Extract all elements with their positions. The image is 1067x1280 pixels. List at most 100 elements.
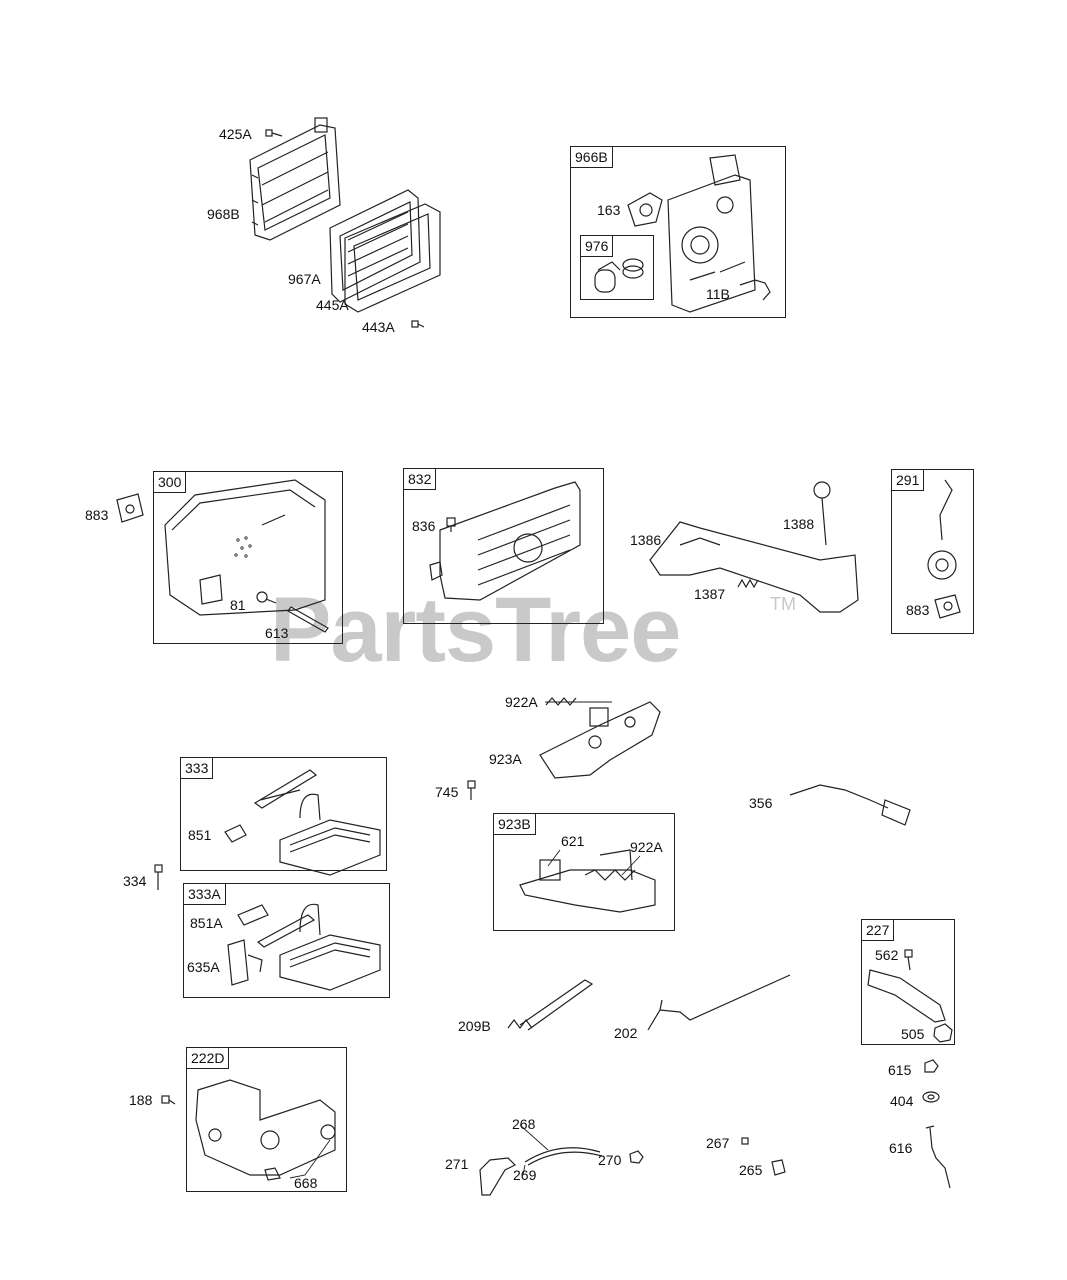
part-label-668[interactable]: 668 <box>294 1175 318 1191</box>
spring-1387-drawing <box>737 578 759 589</box>
screw-267-drawing <box>741 1137 749 1145</box>
armature-333-drawing <box>253 769 381 876</box>
group-box-227: 227 <box>861 919 955 1045</box>
part-label-635A[interactable]: 635A <box>187 959 220 975</box>
group-box-333A: 333A <box>183 883 390 998</box>
muffler-drawing <box>164 479 326 616</box>
part-label-745[interactable]: 745 <box>435 784 459 800</box>
part-label-11B[interactable]: 11B <box>706 286 730 302</box>
part-label-404[interactable]: 404 <box>890 1093 914 1109</box>
part-label-615[interactable]: 615 <box>888 1062 912 1078</box>
nut-270-drawing <box>629 1150 644 1164</box>
bracket-222D-drawing <box>195 1079 336 1181</box>
part-label-271[interactable]: 271 <box>445 1156 469 1172</box>
air-filter-drawing <box>329 189 421 303</box>
group-box-222D: 222D <box>186 1047 347 1192</box>
spring-link-209B-drawing <box>507 979 594 1031</box>
group-box-300: 300 <box>153 471 343 644</box>
oil-sensor-drawing <box>927 479 957 580</box>
bolt-613-drawing <box>287 606 329 633</box>
screw-562-drawing <box>904 949 913 971</box>
part-label-621[interactable]: 621 <box>561 833 585 849</box>
group-label-333: 333 <box>181 758 214 779</box>
part-label-922A-box[interactable]: 922A <box>630 839 663 855</box>
nut-615-drawing <box>924 1059 939 1073</box>
governor-lever-227-drawing <box>867 969 946 1023</box>
part-label-1387[interactable]: 1387 <box>694 586 726 602</box>
group-label-333A: 333A <box>184 884 226 905</box>
part-label-209B[interactable]: 209B <box>458 1018 491 1034</box>
part-label-883-muffler[interactable]: 883 <box>85 507 109 523</box>
part-label-267[interactable]: 267 <box>706 1135 730 1151</box>
part-label-967A[interactable]: 967A <box>288 271 321 287</box>
part-label-836[interactable]: 836 <box>412 518 436 534</box>
group-label-923B: 923B <box>494 814 536 835</box>
part-label-425A[interactable]: 425A <box>219 126 252 142</box>
group-label-976: 976 <box>581 236 614 257</box>
bolt-81-drawing <box>256 591 277 604</box>
part-label-270[interactable]: 270 <box>598 1152 622 1168</box>
control-923B-drawing <box>519 849 656 913</box>
clip-265-drawing <box>771 1159 786 1176</box>
gasket-883-b-drawing <box>934 594 961 619</box>
dipstick-1388-drawing <box>813 481 831 546</box>
part-label-616[interactable]: 616 <box>889 1140 913 1156</box>
screw-188-drawing <box>161 1095 176 1105</box>
group-label-966B: 966B <box>571 147 613 168</box>
group-box-333: 333 <box>180 757 387 871</box>
part-label-562[interactable]: 562 <box>875 947 899 963</box>
shaft-616-drawing <box>925 1125 951 1189</box>
nut-505-drawing <box>933 1023 953 1043</box>
group-box-832: 832 <box>403 468 604 624</box>
part-label-505[interactable]: 505 <box>901 1026 925 1042</box>
group-box-966B: 966B <box>570 146 786 318</box>
part-label-1388[interactable]: 1388 <box>783 516 815 532</box>
part-label-163[interactable]: 163 <box>597 202 621 218</box>
part-label-968B[interactable]: 968B <box>207 206 240 222</box>
part-label-922A-top[interactable]: 922A <box>505 694 538 710</box>
group-label-291: 291 <box>892 470 925 491</box>
air-filter-cover-drawing <box>344 203 441 313</box>
part-label-202[interactable]: 202 <box>614 1025 638 1041</box>
part-label-883-sensor[interactable]: 883 <box>906 602 930 618</box>
part-label-443A[interactable]: 443A <box>362 319 395 335</box>
part-label-613[interactable]: 613 <box>265 625 289 641</box>
primer-bulb-drawing <box>594 261 621 293</box>
carburetor-drawing <box>667 154 756 313</box>
part-label-851A[interactable]: 851A <box>190 915 223 931</box>
washer-404-drawing <box>922 1091 940 1103</box>
part-label-268[interactable]: 268 <box>512 1116 536 1132</box>
part-label-445A[interactable]: 445A <box>316 297 349 313</box>
throttle-cable-drawing <box>524 1147 603 1166</box>
part-label-265[interactable]: 265 <box>739 1162 763 1178</box>
muffler-gasket-883-drawing <box>116 493 144 523</box>
part-label-1386[interactable]: 1386 <box>630 532 662 548</box>
part-label-334[interactable]: 334 <box>123 873 147 889</box>
group-box-976: 976 <box>580 235 654 300</box>
governor-spring-922A-drawing <box>545 697 577 706</box>
group-label-222D: 222D <box>187 1048 230 1069</box>
part-label-851[interactable]: 851 <box>188 827 212 843</box>
screw-443A-drawing <box>411 320 425 328</box>
group-box-923B: 923B <box>493 813 675 931</box>
part-label-356[interactable]: 356 <box>749 795 773 811</box>
armature-333A-drawing <box>256 903 381 991</box>
part-label-269[interactable]: 269 <box>513 1167 537 1183</box>
group-label-832: 832 <box>404 469 437 490</box>
trademark-mark: TM <box>770 594 796 614</box>
control-bracket-923A-drawing <box>539 701 661 779</box>
gasket-163-drawing <box>627 192 663 227</box>
fuel-fitting-11B-drawing <box>739 279 771 301</box>
heat-shield-drawing <box>429 481 581 601</box>
plug-851A-drawing <box>237 904 269 926</box>
dipstick-tube-drawing <box>649 521 859 613</box>
screw-745-drawing <box>467 780 476 800</box>
boot-635A-drawing <box>227 939 263 986</box>
part-label-923A[interactable]: 923A <box>489 751 522 767</box>
group-label-300: 300 <box>154 472 187 493</box>
part-label-81[interactable]: 81 <box>230 597 246 613</box>
group-label-227: 227 <box>862 920 895 941</box>
governor-link-202-drawing <box>647 974 791 1031</box>
part-label-188[interactable]: 188 <box>129 1092 153 1108</box>
